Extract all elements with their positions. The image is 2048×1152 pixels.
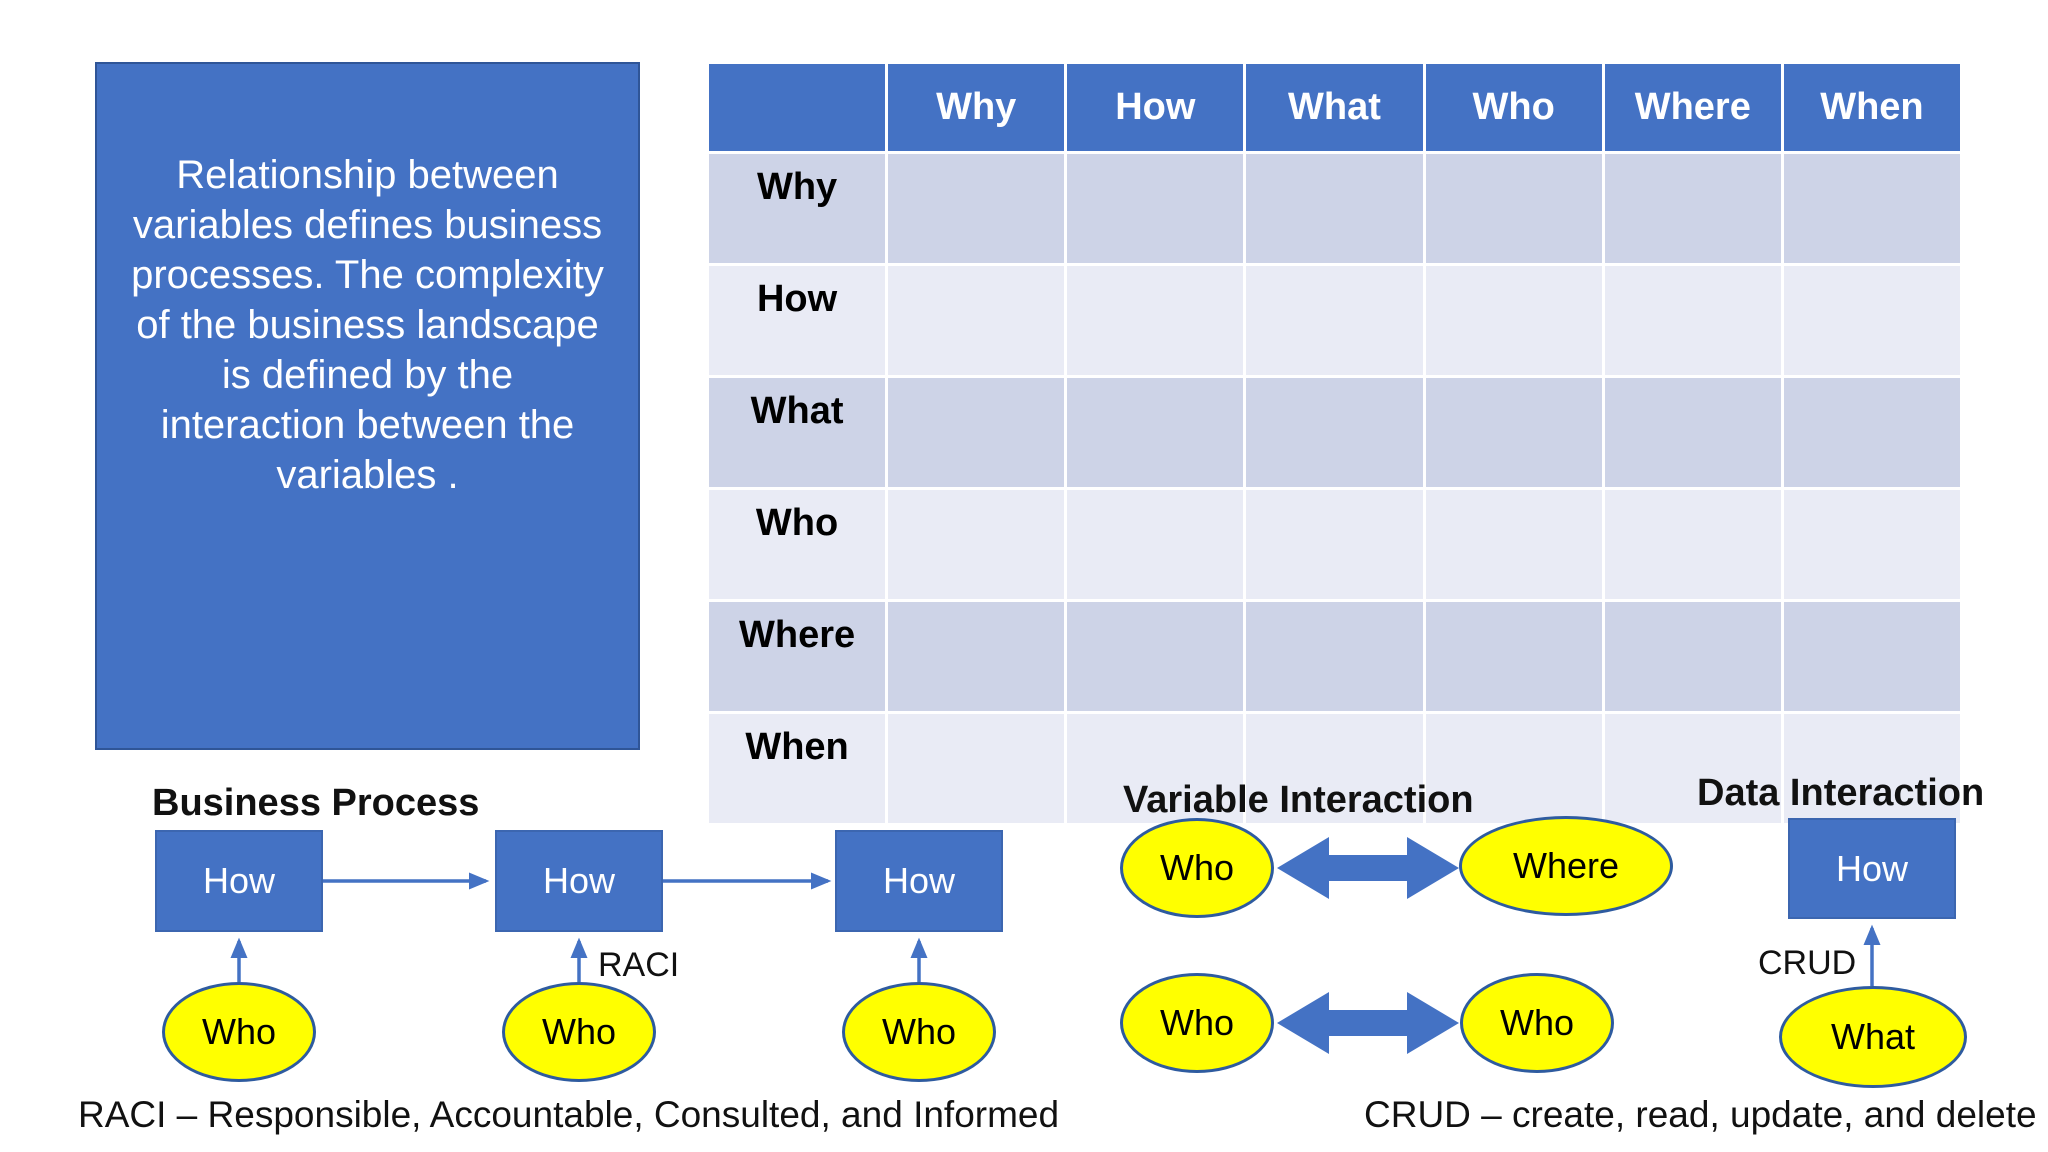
- vi-where-ellipse-row1: Where: [1459, 816, 1673, 916]
- matrix-cell: [1783, 602, 1960, 711]
- crud-arrow-label: CRUD: [1758, 944, 1857, 982]
- intro-textbox-text: Relationship between variables defines b…: [131, 153, 604, 497]
- matrix-cell: [1246, 490, 1423, 599]
- matrix-row-where: Where: [709, 602, 1960, 711]
- matrix-cell: [1246, 266, 1423, 375]
- matrix-cell: [1604, 378, 1781, 487]
- vi-double-arrow-row1: [1277, 837, 1459, 899]
- matrix-row-how: How: [709, 266, 1960, 375]
- matrix-col-header-when: When: [1783, 64, 1960, 151]
- matrix-cell: [1783, 714, 1960, 823]
- matrix-row-header-where: Where: [709, 602, 886, 711]
- matrix-cell: [1783, 266, 1960, 375]
- bp-who-ellipse-1: Who: [162, 982, 316, 1082]
- matrix-cell: [1246, 714, 1423, 823]
- vi-who-ellipse-row1: Who: [1120, 818, 1274, 918]
- matrix-cell: [888, 490, 1065, 599]
- matrix-cell: [1425, 490, 1602, 599]
- matrix-cell: [1783, 378, 1960, 487]
- matrix-row-what: What: [709, 378, 1960, 487]
- bp-how-box-3: How: [835, 830, 1003, 932]
- matrix-row-when: When: [709, 714, 1960, 823]
- raci-arrow-label: RACI: [598, 946, 680, 984]
- matrix-cell: [888, 266, 1065, 375]
- matrix-cell: [1604, 266, 1781, 375]
- matrix-row-why: Why: [709, 154, 1960, 263]
- matrix-col-header-where: Where: [1604, 64, 1781, 151]
- matrix-cell: [888, 714, 1065, 823]
- matrix-col-header-who: Who: [1425, 64, 1602, 151]
- data-interaction-title: Data Interaction: [1697, 772, 1985, 814]
- matrix-row-header-why: Why: [709, 154, 886, 263]
- bp-who-ellipse-2: Who: [502, 982, 656, 1082]
- matrix-cell: [1067, 154, 1244, 263]
- matrix-cell: [1246, 602, 1423, 711]
- matrix-cell: [1425, 602, 1602, 711]
- matrix-cell: [1783, 490, 1960, 599]
- di-what-ellipse: What: [1779, 986, 1967, 1088]
- matrix-cell: [1604, 602, 1781, 711]
- matrix-cell: [1246, 378, 1423, 487]
- matrix-cell: [1067, 714, 1244, 823]
- variable-interaction-title: Variable Interaction: [1123, 779, 1474, 821]
- matrix-cell: [1604, 490, 1781, 599]
- intro-textbox: Relationship between variables defines b…: [95, 62, 640, 750]
- matrix-col-header-why: Why: [888, 64, 1065, 151]
- interaction-matrix-table: Why How What Who Where When Why How What: [706, 61, 1963, 826]
- matrix-cell: [1604, 714, 1781, 823]
- bp-how-box-1: How: [155, 830, 323, 932]
- matrix-corner-cell: [709, 64, 886, 151]
- matrix-cell: [1425, 154, 1602, 263]
- matrix-col-header-how: How: [1067, 64, 1244, 151]
- matrix-row-header-when: When: [709, 714, 886, 823]
- matrix-row-header-what: What: [709, 378, 886, 487]
- vi-double-arrow-row2: [1277, 992, 1459, 1054]
- matrix-col-header-what: What: [1246, 64, 1423, 151]
- vi-who-ellipse-row2-right: Who: [1460, 973, 1614, 1073]
- matrix-cell: [1067, 490, 1244, 599]
- matrix-cell: [1067, 378, 1244, 487]
- matrix-cell: [1604, 154, 1781, 263]
- matrix-cell: [888, 378, 1065, 487]
- raci-footnote: RACI – Responsible, Accountable, Consult…: [78, 1094, 1060, 1135]
- business-process-title: Business Process: [152, 782, 480, 824]
- matrix-cell: [1067, 266, 1244, 375]
- matrix-cell: [888, 154, 1065, 263]
- matrix-cell: [1067, 602, 1244, 711]
- matrix-cell: [1783, 154, 1960, 263]
- matrix-header-row: Why How What Who Where When: [709, 64, 1960, 151]
- crud-footnote: CRUD – create, read, update, and delete: [1364, 1094, 2037, 1135]
- matrix-row-who: Who: [709, 490, 1960, 599]
- matrix-cell: [1425, 714, 1602, 823]
- matrix-row-header-who: Who: [709, 490, 886, 599]
- matrix-cell: [888, 602, 1065, 711]
- bp-who-ellipse-3: Who: [842, 982, 996, 1082]
- matrix-cell: [1425, 266, 1602, 375]
- matrix-cell: [1246, 154, 1423, 263]
- matrix-row-header-how: How: [709, 266, 886, 375]
- matrix-cell: [1425, 378, 1602, 487]
- di-how-box: How: [1788, 818, 1956, 919]
- vi-who-ellipse-row2-left: Who: [1120, 973, 1274, 1073]
- bp-how-box-2: How: [495, 830, 663, 932]
